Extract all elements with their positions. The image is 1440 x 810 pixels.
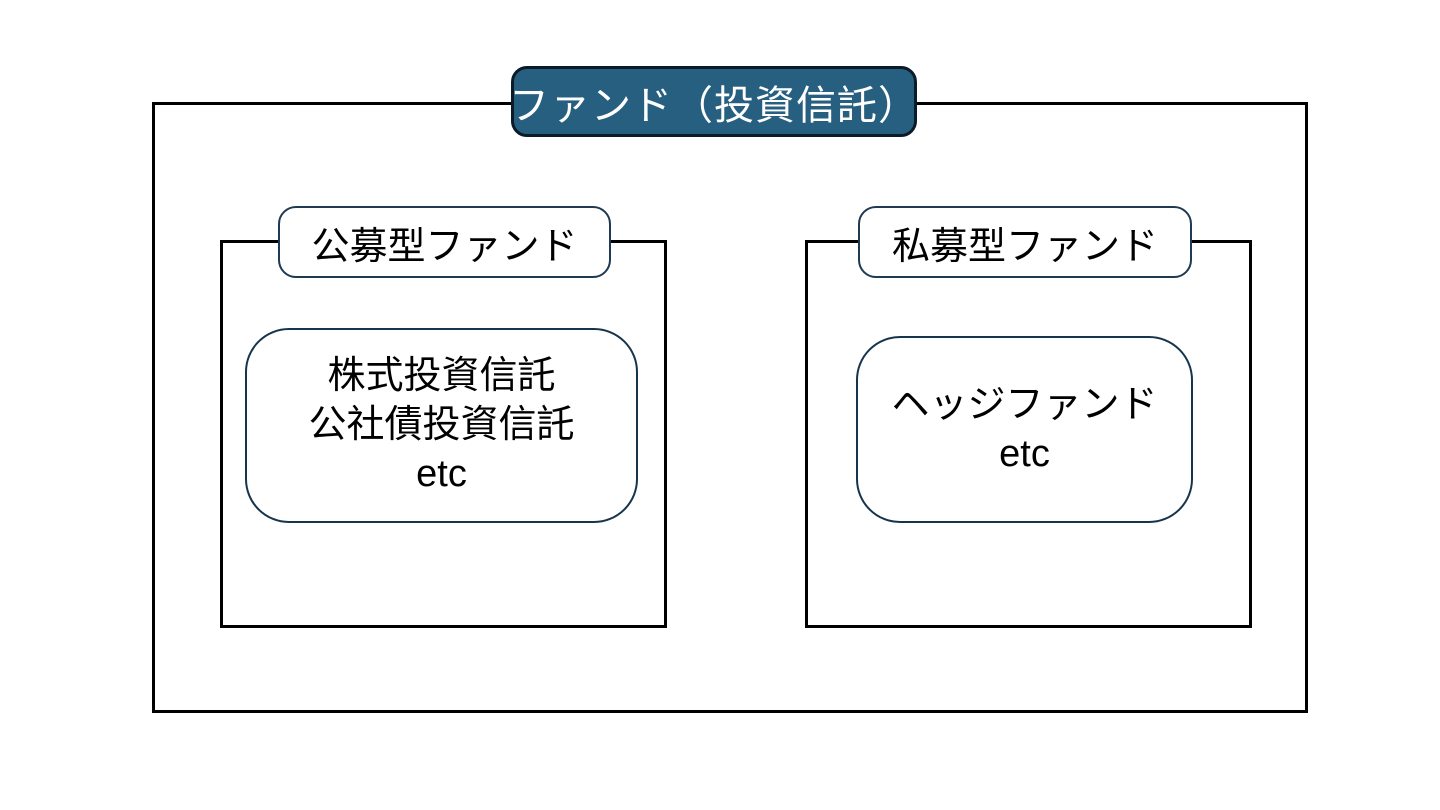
public-fund-label-text: 公募型ファンド bbox=[311, 225, 578, 268]
public-fund-item-1: 株式投資信託 bbox=[327, 355, 556, 397]
public-fund-item-3: etc bbox=[416, 453, 467, 495]
private-fund-item-2: etc bbox=[999, 432, 1050, 475]
diagram-title: ファンド（投資信託） bbox=[509, 83, 919, 128]
public-fund-label: 公募型ファンド bbox=[278, 206, 611, 278]
public-fund-item-2: 公社債投資信託 bbox=[308, 404, 575, 446]
public-fund-items-box: 株式投資信託 公社債投資信託 etc bbox=[245, 328, 638, 523]
private-fund-items-box: ヘッジファンド etc bbox=[856, 336, 1193, 523]
private-fund-item-1: ヘッジファンド bbox=[891, 383, 1158, 426]
private-fund-label-text: 私募型ファンド bbox=[891, 225, 1158, 268]
diagram-title-badge: ファンド（投資信託） bbox=[509, 66, 919, 137]
private-fund-label: 私募型ファンド bbox=[858, 206, 1192, 278]
